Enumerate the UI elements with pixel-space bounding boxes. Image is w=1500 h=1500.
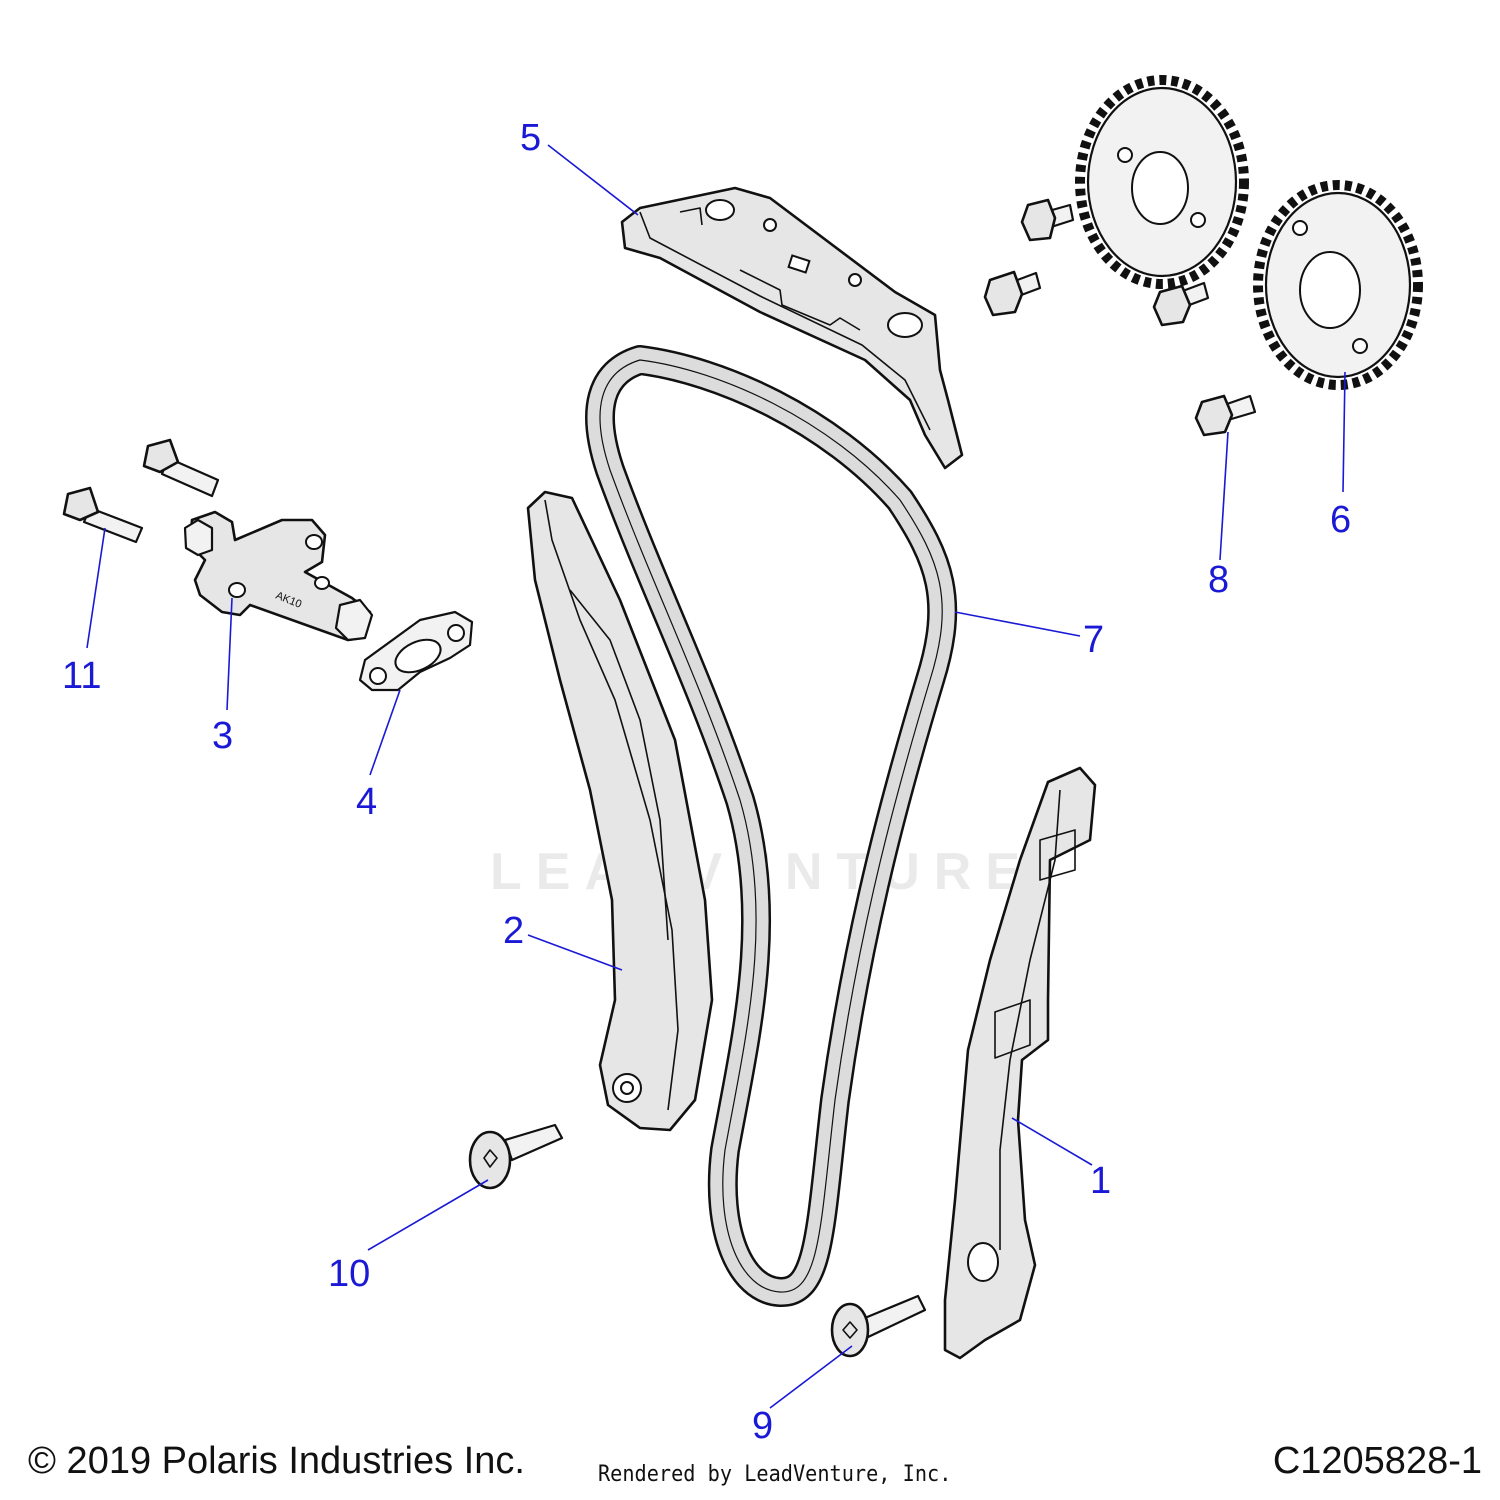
callout-9: 9 [752, 1405, 773, 1447]
callout-5: 5 [520, 117, 541, 159]
sprocket-front[interactable] [1253, 180, 1423, 390]
top-guide[interactable] [620, 186, 964, 470]
callout-1: 1 [1090, 1160, 1111, 1202]
callout-6: 6 [1330, 499, 1351, 541]
callout-numbers: 1 2 3 4 5 6 7 8 9 10 11 [62, 117, 1351, 1447]
sprocket-bolt-c[interactable] [1152, 281, 1210, 327]
tensioner-guide[interactable] [526, 490, 714, 1132]
callout-7: 7 [1083, 619, 1104, 661]
sprocket-rear[interactable] [1075, 75, 1249, 289]
tensioner-bolt-upper[interactable] [142, 438, 220, 498]
sprocket-bolt-b[interactable] [983, 270, 1042, 317]
pivot-bolt-left[interactable] [468, 1123, 564, 1190]
tensioner-bolt-lower[interactable] [62, 486, 144, 544]
callout-4: 4 [356, 781, 377, 823]
rendered-by-text: Rendered by LeadVenture, Inc. [598, 1462, 952, 1487]
callout-11: 11 [62, 655, 101, 697]
leader-lines [86, 144, 1346, 1409]
callout-3: 3 [212, 715, 233, 757]
chain-tensioner[interactable]: AK10 [183, 510, 374, 642]
callout-2: 2 [503, 910, 524, 952]
tensioner-gasket[interactable] [358, 610, 474, 692]
sprocket-bolt-d[interactable] [1194, 394, 1257, 437]
pivot-bolt-lower[interactable] [830, 1294, 927, 1358]
fixed-guide[interactable] [943, 766, 1097, 1360]
timing-chain[interactable] [585, 345, 958, 1307]
diagram-id: C1205828-1 [1272, 1440, 1482, 1482]
callout-10: 10 [328, 1253, 370, 1295]
copyright-text: © 2019 Polaris Industries Inc. [28, 1440, 525, 1482]
callout-8: 8 [1208, 559, 1229, 601]
sprocket-bolt-a[interactable] [1020, 198, 1075, 242]
